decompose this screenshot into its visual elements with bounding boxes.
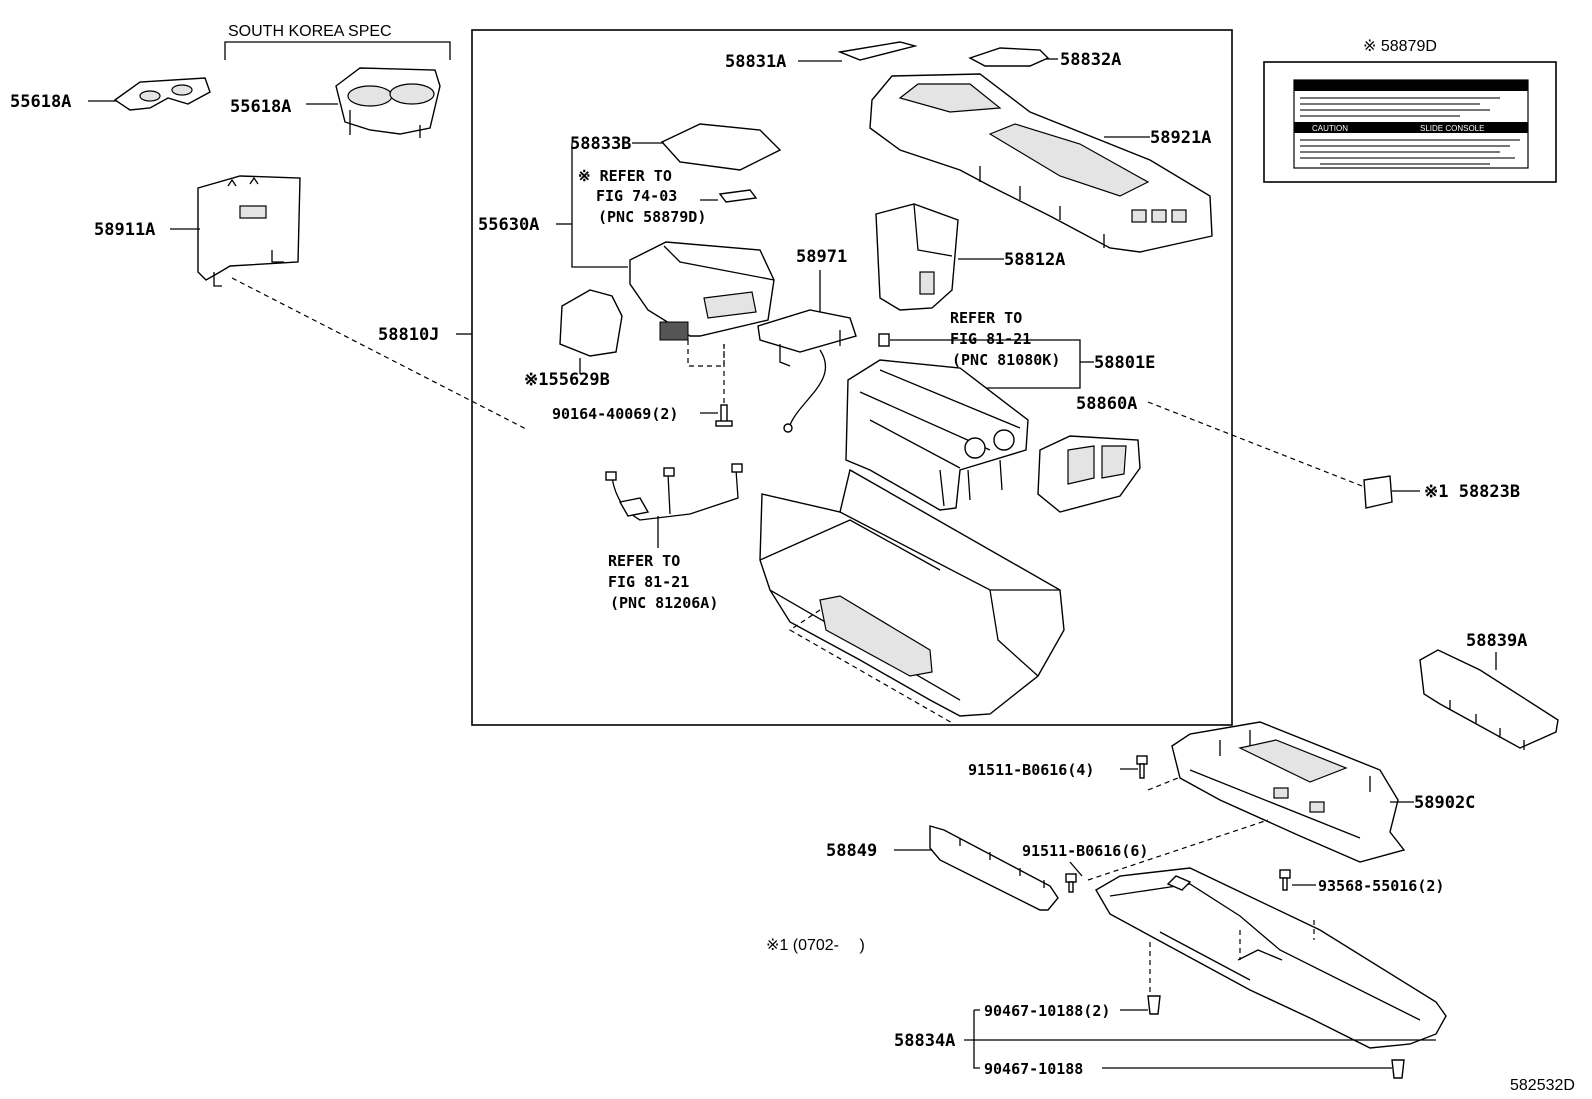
label-91511-4: 91511-B0616(4) <box>968 761 1094 779</box>
part-label-sticker <box>718 189 758 203</box>
warning-label-58879D: CAUTION SLIDE CONSOLE <box>1263 61 1557 183</box>
ref2-line2: FIG 81-21 <box>950 330 1031 348</box>
ref2-line3: (PNC 81080K) <box>952 351 1060 369</box>
part-58832A <box>968 47 1050 67</box>
label-58823B: ※1 58823B <box>1424 482 1520 502</box>
label-58810J: 58810J <box>378 325 439 345</box>
label-58879D: ※ 58879D <box>1363 38 1437 55</box>
part-58839A-rail <box>1419 649 1559 750</box>
part-55629B <box>559 289 623 357</box>
dashed-leader <box>788 609 955 725</box>
part-58812A-holder <box>875 203 959 311</box>
bracket-ref2 <box>890 339 1081 389</box>
label-58834A: 58834A <box>894 1031 955 1051</box>
part-58971-bracket <box>757 309 857 433</box>
label-58860A: 58860A <box>1076 394 1137 414</box>
label-58831A: 58831A <box>725 52 786 72</box>
label-90164: 90164-40069(2) <box>552 405 678 423</box>
label-58839A: 58839A <box>1466 631 1527 651</box>
footnote-range: ※1 (0702- ) <box>766 937 865 954</box>
wire-harness-81206A <box>605 463 743 521</box>
dashed-leader <box>1147 777 1179 791</box>
screw-90164 <box>715 404 733 427</box>
part-55630A-box <box>629 241 775 341</box>
bolt-91511-6 <box>1065 873 1077 893</box>
label-58902C: 58902C <box>1414 793 1475 813</box>
label-58849: 58849 <box>826 841 877 861</box>
dashed-leader <box>1149 920 1315 994</box>
clip-93568 <box>1279 869 1291 891</box>
label-55630A: 55630A <box>478 215 539 235</box>
part-58911A-panel <box>197 175 301 287</box>
dashed-leader <box>231 277 529 431</box>
assembly-frame <box>471 29 1233 726</box>
part-58833B-lid <box>660 123 782 171</box>
connector-81080K <box>878 333 890 347</box>
ref3-line1: REFER TO <box>608 552 680 570</box>
clip-90467 <box>1391 1059 1405 1079</box>
part-58902C-frame <box>1171 721 1406 863</box>
dashed-leader <box>1087 819 1269 881</box>
ref1-line1: ※ REFER TO <box>578 167 672 185</box>
label-55618A-left: 55618A <box>10 92 71 112</box>
label-93568: 93568-55016(2) <box>1318 877 1444 895</box>
part-58810J-console-body <box>759 468 1065 717</box>
label-58832A: 58832A <box>1060 50 1121 70</box>
ref3-line2: FIG 81-21 <box>608 573 689 591</box>
figure-id: 582532D <box>1510 1077 1575 1094</box>
part-58921A-cover <box>869 73 1213 253</box>
bolt-91511-4 <box>1136 755 1148 779</box>
warning-caution-2: SLIDE CONSOLE <box>1420 124 1484 133</box>
dashed-leader <box>687 340 725 367</box>
clip-90467-2 <box>1147 995 1161 1015</box>
label-91511-6: 91511-B0616(6) <box>1022 842 1148 860</box>
part-58849-cover <box>929 825 1059 911</box>
ref2-line1: REFER TO <box>950 309 1022 327</box>
part-58834A-tray <box>1095 867 1447 1049</box>
south-korea-spec-label: SOUTH KOREA SPEC <box>228 23 392 40</box>
label-58921A: 58921A <box>1150 128 1211 148</box>
bracket-58834A <box>964 1009 1436 1069</box>
leader <box>1069 861 1083 877</box>
dashed-leader <box>1147 401 1363 487</box>
south-korea-bracket <box>224 41 451 60</box>
part-55618A-plate <box>113 77 211 111</box>
label-58971: 58971 <box>796 247 847 267</box>
part-58860A-vent <box>1037 435 1141 513</box>
part-55618A-cupholder <box>335 67 441 138</box>
label-90467-2: 90467-10188(2) <box>984 1002 1110 1020</box>
label-58812A: 58812A <box>1004 250 1065 270</box>
label-58801E: 58801E <box>1094 353 1155 373</box>
label-58911A: 58911A <box>94 220 155 240</box>
label-58833B: 58833B <box>570 134 631 154</box>
bracket-55630A <box>571 143 628 268</box>
label-90467: 90467-10188 <box>984 1060 1083 1078</box>
warning-caution-1: CAUTION <box>1312 124 1348 133</box>
label-55629B: ※155629B <box>524 370 610 390</box>
ref1-line3: (PNC 58879D) <box>598 208 706 226</box>
part-58831A <box>837 41 918 61</box>
label-55618A-right: 55618A <box>230 97 291 117</box>
ref3-line3: (PNC 81206A) <box>610 594 718 612</box>
part-58823B <box>1363 475 1393 509</box>
part-58801E-housing <box>845 359 1029 511</box>
ref1-line2: FIG 74-03 <box>596 187 677 205</box>
